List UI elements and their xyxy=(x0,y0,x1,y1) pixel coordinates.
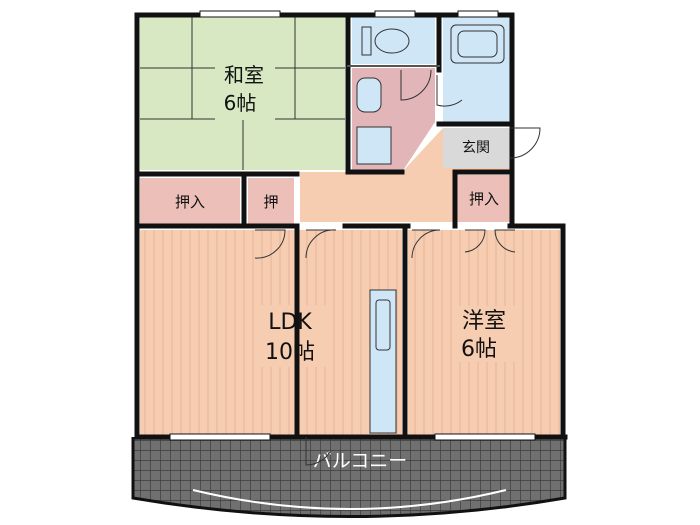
washitsu-room: 和室 6帖 xyxy=(140,17,345,170)
youshitsu-room: 洋室 6帖 xyxy=(408,230,560,435)
closet-right-label: 押入 xyxy=(469,190,499,208)
ldk-room: LDK 10帖 xyxy=(140,230,402,435)
youshitsu-size: 6帖 xyxy=(461,337,497,362)
door-swings xyxy=(254,69,541,466)
washroom xyxy=(352,68,435,172)
closet-left: 押入 xyxy=(140,178,240,225)
toilet xyxy=(352,17,435,64)
youshitsu-name: 洋室 xyxy=(462,309,506,334)
washitsu-name: 和室 xyxy=(224,63,264,87)
closet-right: 押入 xyxy=(458,175,510,222)
ldk-size: 10帖 xyxy=(265,340,315,365)
genkan-label: 玄関 xyxy=(462,139,490,156)
genkan: 玄関 xyxy=(443,128,510,168)
washitsu-size: 6帖 xyxy=(224,91,257,115)
ldk-name: LDK xyxy=(268,310,312,335)
balcony-label: バルコニー xyxy=(313,450,408,472)
closet-small: 押 xyxy=(248,178,294,225)
closet-small-label: 押 xyxy=(263,193,278,211)
windows xyxy=(169,10,536,441)
closet-left-label: 押入 xyxy=(175,193,205,211)
bathroom xyxy=(443,17,510,122)
balcony: バルコニー xyxy=(131,437,567,518)
